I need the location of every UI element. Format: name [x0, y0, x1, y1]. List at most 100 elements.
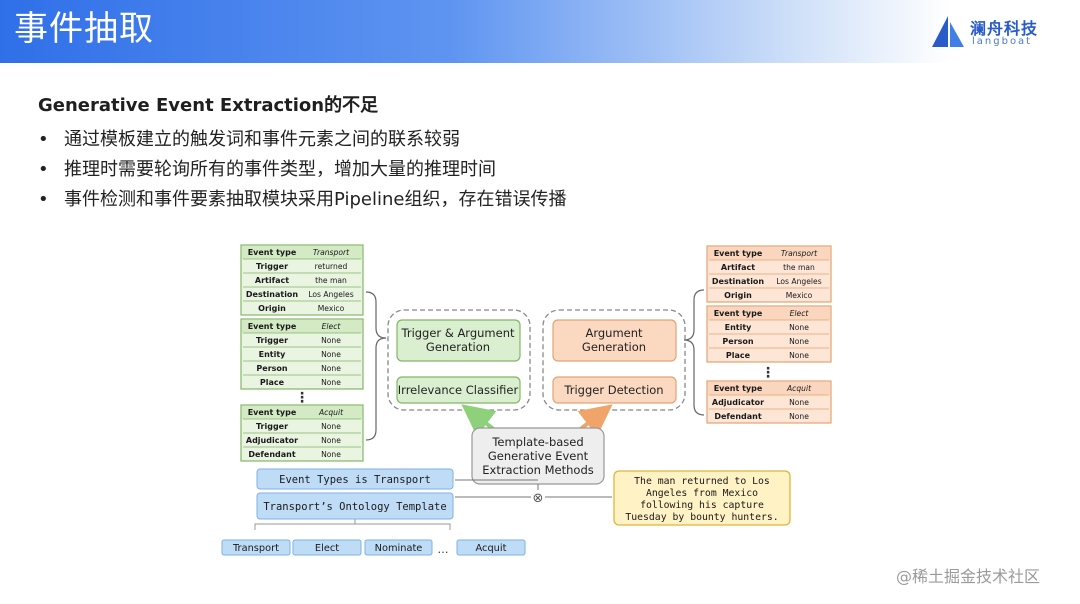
event-type-chip: Nominate — [364, 539, 433, 556]
sentence-line: following his capture — [640, 500, 764, 511]
table-value: Mexico — [318, 304, 345, 313]
slide-header: 事件抽取 澜舟科技 langboat — [0, 0, 1080, 63]
sentence-line: Tuesday by bounty hunters. — [625, 512, 778, 523]
table-value: Acquit — [318, 408, 344, 417]
table-key: Entity — [725, 323, 753, 332]
box-label-line: Generative Event — [488, 449, 589, 463]
table-row: Event type Acquit — [242, 406, 362, 419]
table-key: Event type — [248, 408, 297, 417]
bullet-dot: • — [38, 129, 49, 150]
vertical-ellipsis: ⋮ — [761, 365, 775, 381]
table-value: Acquit — [786, 384, 812, 393]
input-sentence-box: The man returned to Los Angeles from Mex… — [613, 470, 791, 526]
table-key: Adjudicator — [712, 398, 764, 407]
logo-mark-icon — [932, 16, 964, 47]
table-key: Event type — [248, 248, 297, 257]
box-label-line: Generation — [582, 340, 646, 354]
sentence-line: The man returned to Los — [634, 476, 770, 487]
box-label: Trigger Detection — [563, 383, 663, 397]
table-value: None — [321, 350, 341, 359]
table-key: Artifact — [255, 276, 289, 285]
table-key: Trigger — [256, 422, 288, 431]
chips-ellipsis: … — [438, 543, 449, 556]
table-value: None — [321, 450, 341, 459]
table-value: returned — [315, 262, 348, 271]
table-key: Entity — [259, 350, 287, 359]
event-type-chip: Transport — [221, 539, 291, 556]
table-key: Person — [722, 337, 753, 346]
table-key: Origin — [258, 304, 286, 313]
table-value: None — [321, 436, 341, 445]
watermark: @稀土掘金技术社区 — [896, 567, 1041, 586]
table-row: Origin Mexico — [243, 300, 361, 313]
table-key: Event type — [714, 309, 763, 318]
table-key: Trigger — [256, 262, 288, 271]
table-header-bg — [242, 406, 362, 419]
box-label-line: Extraction Methods — [482, 463, 594, 477]
left-pipeline-group — [387, 309, 531, 411]
table-value: None — [789, 351, 809, 360]
bullet-item: •推理时需要轮询所有的事件类型，增加大量的推理时间 — [38, 155, 1038, 185]
chip-label: Elect — [315, 543, 339, 554]
table-header-bg — [708, 247, 830, 260]
table-key: Place — [260, 378, 285, 387]
table-value: None — [789, 412, 809, 421]
chip-label: Transport — [232, 543, 279, 554]
trigger-detection-box: Trigger Detection — [552, 376, 677, 404]
argument-generation-box: Argument Generation — [552, 319, 677, 362]
table-value: None — [321, 364, 341, 373]
slide-content: Generative Event Extraction的不足 •通过模板建立的触… — [38, 93, 1038, 215]
logo-name: 澜舟科技 — [970, 19, 1039, 38]
box-label: Transport’s Ontology Template — [263, 501, 446, 513]
bullet-dot: • — [38, 159, 49, 180]
bullet-item: • 事件检测和事件要素抽取模块采用Pipeline组织，存在错误传播 — [38, 185, 1038, 215]
event-type-chips: Transport Elect Nominate Acquit — [221, 539, 526, 556]
event-type-chip: Acquit — [456, 539, 526, 556]
template-based-methods-box: Template-based Generative Event Extracti… — [471, 427, 605, 485]
table-header-bg — [708, 307, 830, 320]
bullet-text: 事件检测和事件要素抽取模块采用Pipeline组织，存在错误传播 — [64, 189, 567, 210]
bullet-dot: • — [38, 189, 49, 210]
sentence-line: Angeles from Mexico — [646, 488, 758, 499]
section-heading: Generative Event Extraction的不足 — [38, 95, 379, 116]
vertical-ellipsis: ⋮ — [295, 390, 309, 406]
box-label-line: Argument — [585, 326, 643, 340]
logo-subtitle: langboat — [972, 36, 1033, 47]
table-row: Event type Transport — [242, 246, 362, 259]
irrelevance-classifier-box: Irrelevance Classifier — [396, 376, 521, 404]
table-row: Trigger returned — [243, 258, 361, 271]
table-key: Artifact — [721, 263, 755, 272]
box-label: Irrelevance Classifier — [398, 383, 519, 397]
right-pipeline-group — [542, 309, 686, 411]
event-types-box: Event Types is Transport — [256, 468, 454, 490]
table-header-bg — [242, 320, 362, 333]
left-tables-ellipsis: ⋮ — [295, 390, 309, 406]
table-key: Destination — [246, 290, 299, 299]
event-type-chip: Elect — [292, 539, 362, 556]
table-value: None — [321, 422, 341, 431]
table-header-bg — [708, 382, 830, 395]
table-value: Mexico — [786, 291, 813, 300]
table-value: Transport — [313, 248, 350, 257]
right-brace — [683, 289, 705, 416]
trigger-argument-generation-box: Trigger & Argument Generation — [396, 319, 521, 362]
